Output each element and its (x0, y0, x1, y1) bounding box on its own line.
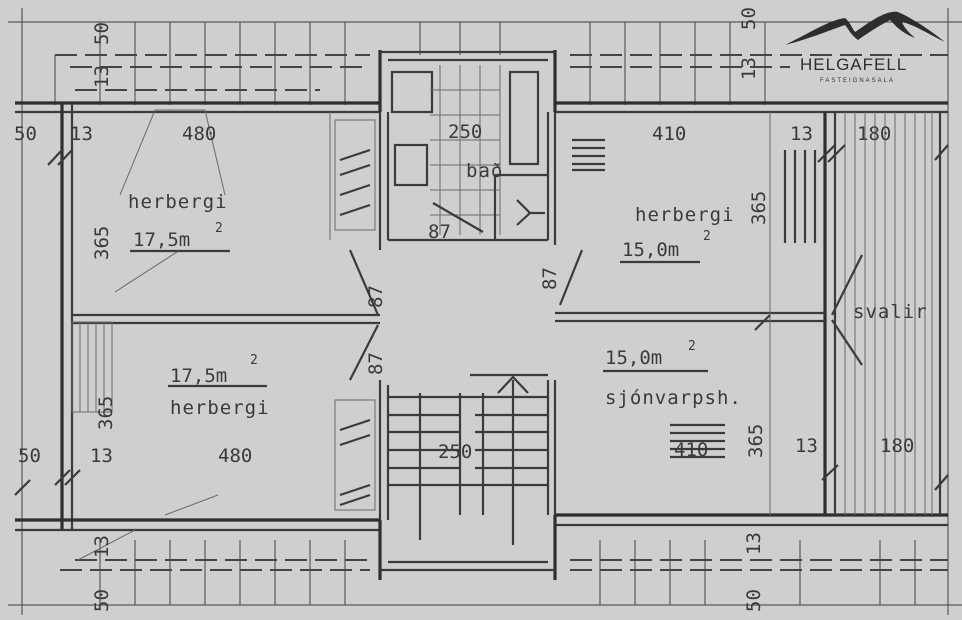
room-name-bedroom-top-left: herbergi (128, 191, 228, 213)
wardrobes (71, 119, 725, 511)
dim-13-top-left: 13 (70, 123, 93, 145)
dim-width-tv-room: 410 (674, 439, 708, 461)
area-unit-exp: 2 (688, 339, 696, 354)
doors (348, 249, 863, 381)
balcony-hatching (783, 112, 933, 515)
dim-balcony-width-bottom: 180 (880, 435, 914, 457)
room-name-bathroom: bað (466, 160, 503, 182)
dim-depth-bedroom-bottom-left: 365 (95, 396, 117, 430)
bathroom-fixtures (390, 65, 548, 240)
room-area-bedroom-top-left: 17,5m (133, 229, 190, 251)
area-unit-exp: 2 (250, 353, 258, 368)
dim-50-top-left: 50 (14, 123, 37, 145)
dim-13-bottom-right: 13 (795, 435, 818, 457)
dim-door-bathroom: 87 (428, 221, 451, 243)
dim-13-top-right: 13 (790, 123, 813, 145)
room-labels: herbergi 17,5m 2 bað herbergi 15,0m 2 17… (128, 160, 928, 419)
dim-depth-bedroom-top-left: 365 (91, 226, 113, 260)
area-unit-exp: 2 (215, 221, 223, 236)
dimension-ticks (14, 144, 949, 496)
mountain-logo-icon (785, 11, 945, 45)
dim-50-bottom-left-wall: 50 (91, 589, 113, 612)
dim-width-bedroom-bottom-left: 480 (218, 445, 252, 467)
dim-door-left-upper: 87 (365, 285, 387, 308)
room-area-bedroom-top-right: 15,0m (622, 239, 679, 261)
dim-door-left-lower: 87 (365, 352, 387, 375)
dim-balcony-width-top: 180 (857, 123, 891, 145)
dim-50-top-wall: 50 (91, 22, 113, 45)
dim-width-bedroom-top-right: 410 (652, 123, 686, 145)
eaves-lines (55, 54, 948, 571)
dim-13-top-right-wall: 13 (738, 57, 760, 80)
room-name-bedroom-top-right: herbergi (635, 204, 735, 226)
dim-50-bottom-right-wall: 50 (743, 589, 765, 612)
room-name-bedroom-bottom-left: herbergi (170, 397, 270, 419)
room-area-tv-room: 15,0m (605, 347, 662, 369)
dim-50-top-right-wall: 50 (738, 7, 760, 30)
dim-13-bottom-right-wall: 13 (743, 532, 765, 555)
room-name-balcony: svalir (853, 301, 928, 323)
construction-grid (8, 8, 962, 615)
dim-50-bottom-left: 50 (18, 445, 41, 467)
dim-13-top-wall: 13 (91, 65, 113, 88)
dimension-labels: 480 250 410 13 180 50 13 480 50 13 250 4… (14, 7, 914, 612)
logo: HELGAFELL FASTEIGNASALA (785, 11, 945, 84)
logo-name: HELGAFELL (800, 55, 907, 74)
dim-13-bottom-left: 13 (90, 445, 113, 467)
logo-subtitle: FASTEIGNASALA (820, 78, 895, 84)
skylights (77, 109, 226, 561)
dim-door-right: 87 (539, 267, 561, 290)
stairs[interactable] (388, 373, 548, 545)
dim-width-bathroom: 250 (448, 121, 482, 143)
room-area-bedroom-bottom-left: 17,5m (170, 365, 227, 387)
area-unit-exp: 2 (703, 229, 711, 244)
dim-13-bottom-left-wall: 13 (91, 535, 113, 558)
dim-depth-tv-room: 365 (745, 424, 767, 458)
room-name-tv-room: sjónvarpsh. (605, 387, 742, 409)
dim-width-bedroom-top-left: 480 (182, 123, 216, 145)
dim-width-stairwell: 250 (438, 441, 472, 463)
dim-depth-bedroom-top-right: 365 (748, 191, 770, 225)
interior-walls (72, 112, 825, 520)
